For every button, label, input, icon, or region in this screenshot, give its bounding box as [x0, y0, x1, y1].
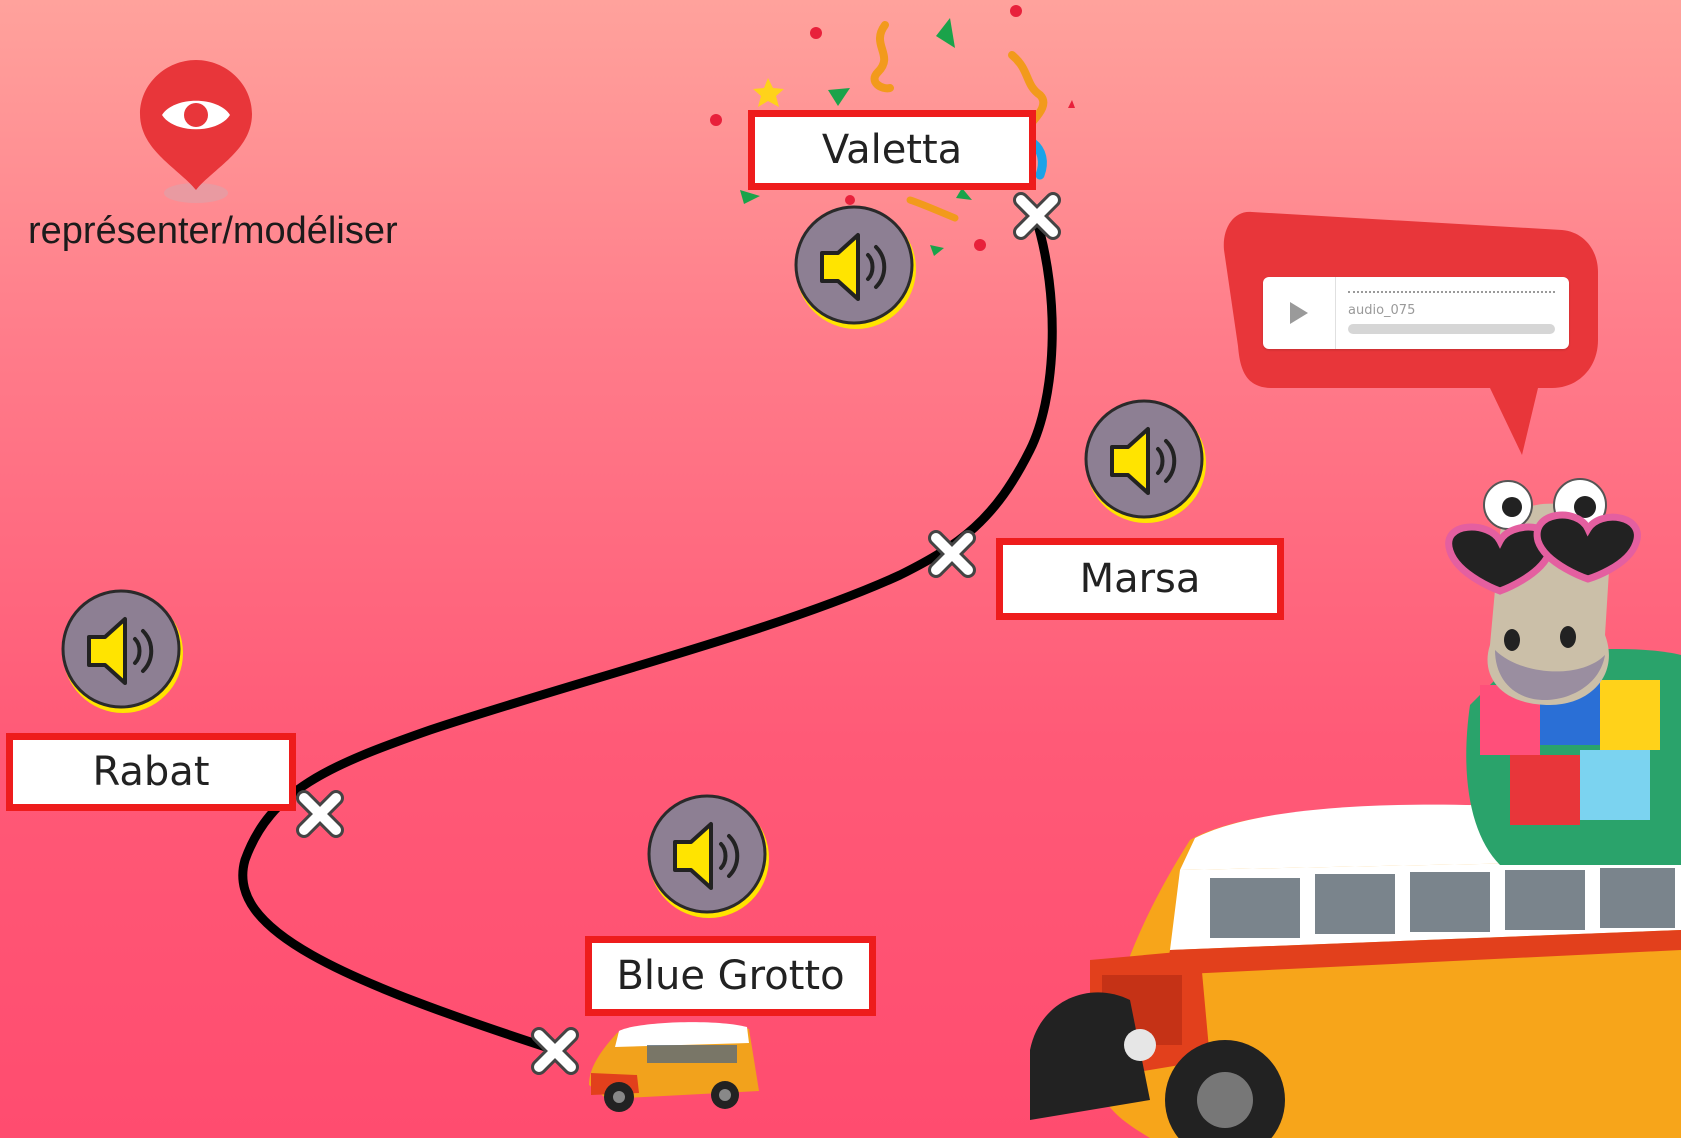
stop-marker-valetta	[1013, 192, 1061, 240]
stop-marker-marsa	[928, 530, 976, 578]
confetti-decoration	[710, 5, 1075, 256]
mascot-puppet-image	[1445, 478, 1681, 865]
speaker-icon	[820, 233, 887, 301]
audio-player[interactable]: audio_075	[1263, 277, 1569, 349]
speaker-icon	[673, 822, 740, 890]
small-bus-image	[589, 1022, 759, 1112]
audio-progress-track[interactable]	[1348, 324, 1555, 334]
stop-label-blue-grotto[interactable]: Blue Grotto	[585, 936, 876, 1016]
stop-label-valetta[interactable]: Valetta	[748, 110, 1036, 190]
speaker-icon	[87, 617, 154, 685]
waveform	[1348, 291, 1555, 301]
play-icon	[1290, 302, 1308, 324]
stop-label-rabat[interactable]: Rabat	[6, 733, 296, 811]
speaker-icon	[1110, 427, 1177, 495]
stop-marker-rabat	[296, 790, 344, 838]
category-label: représenter/modéliser	[28, 210, 398, 252]
eye-location-pin-icon	[140, 60, 252, 203]
stop-label-marsa[interactable]: Marsa	[996, 538, 1284, 620]
speaker-button-marsa[interactable]	[1082, 397, 1210, 525]
speaker-button-valetta[interactable]	[792, 203, 920, 331]
play-button[interactable]	[1263, 277, 1336, 349]
stop-marker-blue-grotto	[531, 1027, 579, 1075]
audio-title: audio_075	[1348, 303, 1416, 318]
speaker-button-rabat[interactable]	[59, 587, 187, 715]
speaker-button-blue-grotto[interactable]	[645, 792, 773, 920]
